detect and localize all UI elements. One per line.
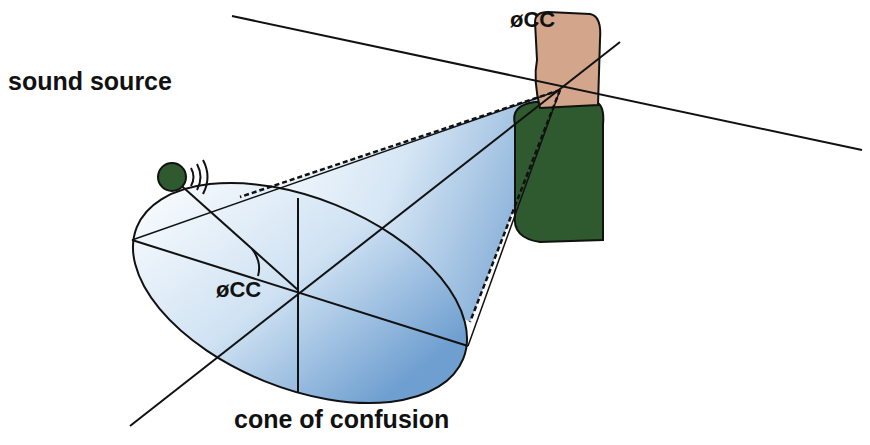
angle-label: øCC [510,8,555,32]
source-label: sound source [8,68,172,96]
sound-wave [203,160,208,194]
angle-arc [252,249,259,276]
sound-wave [197,164,201,190]
angle-label: øCC [216,278,261,302]
sound-source-dot [158,163,186,191]
diameter [297,198,299,392]
caption-label: cone of confusion [234,406,449,434]
cone-axis [130,42,620,426]
cone-line [132,90,560,240]
cone-line [468,90,560,346]
diameter [132,240,468,346]
sound-wave [191,168,194,186]
interaural-axis [232,16,862,150]
source-radius [175,180,298,290]
